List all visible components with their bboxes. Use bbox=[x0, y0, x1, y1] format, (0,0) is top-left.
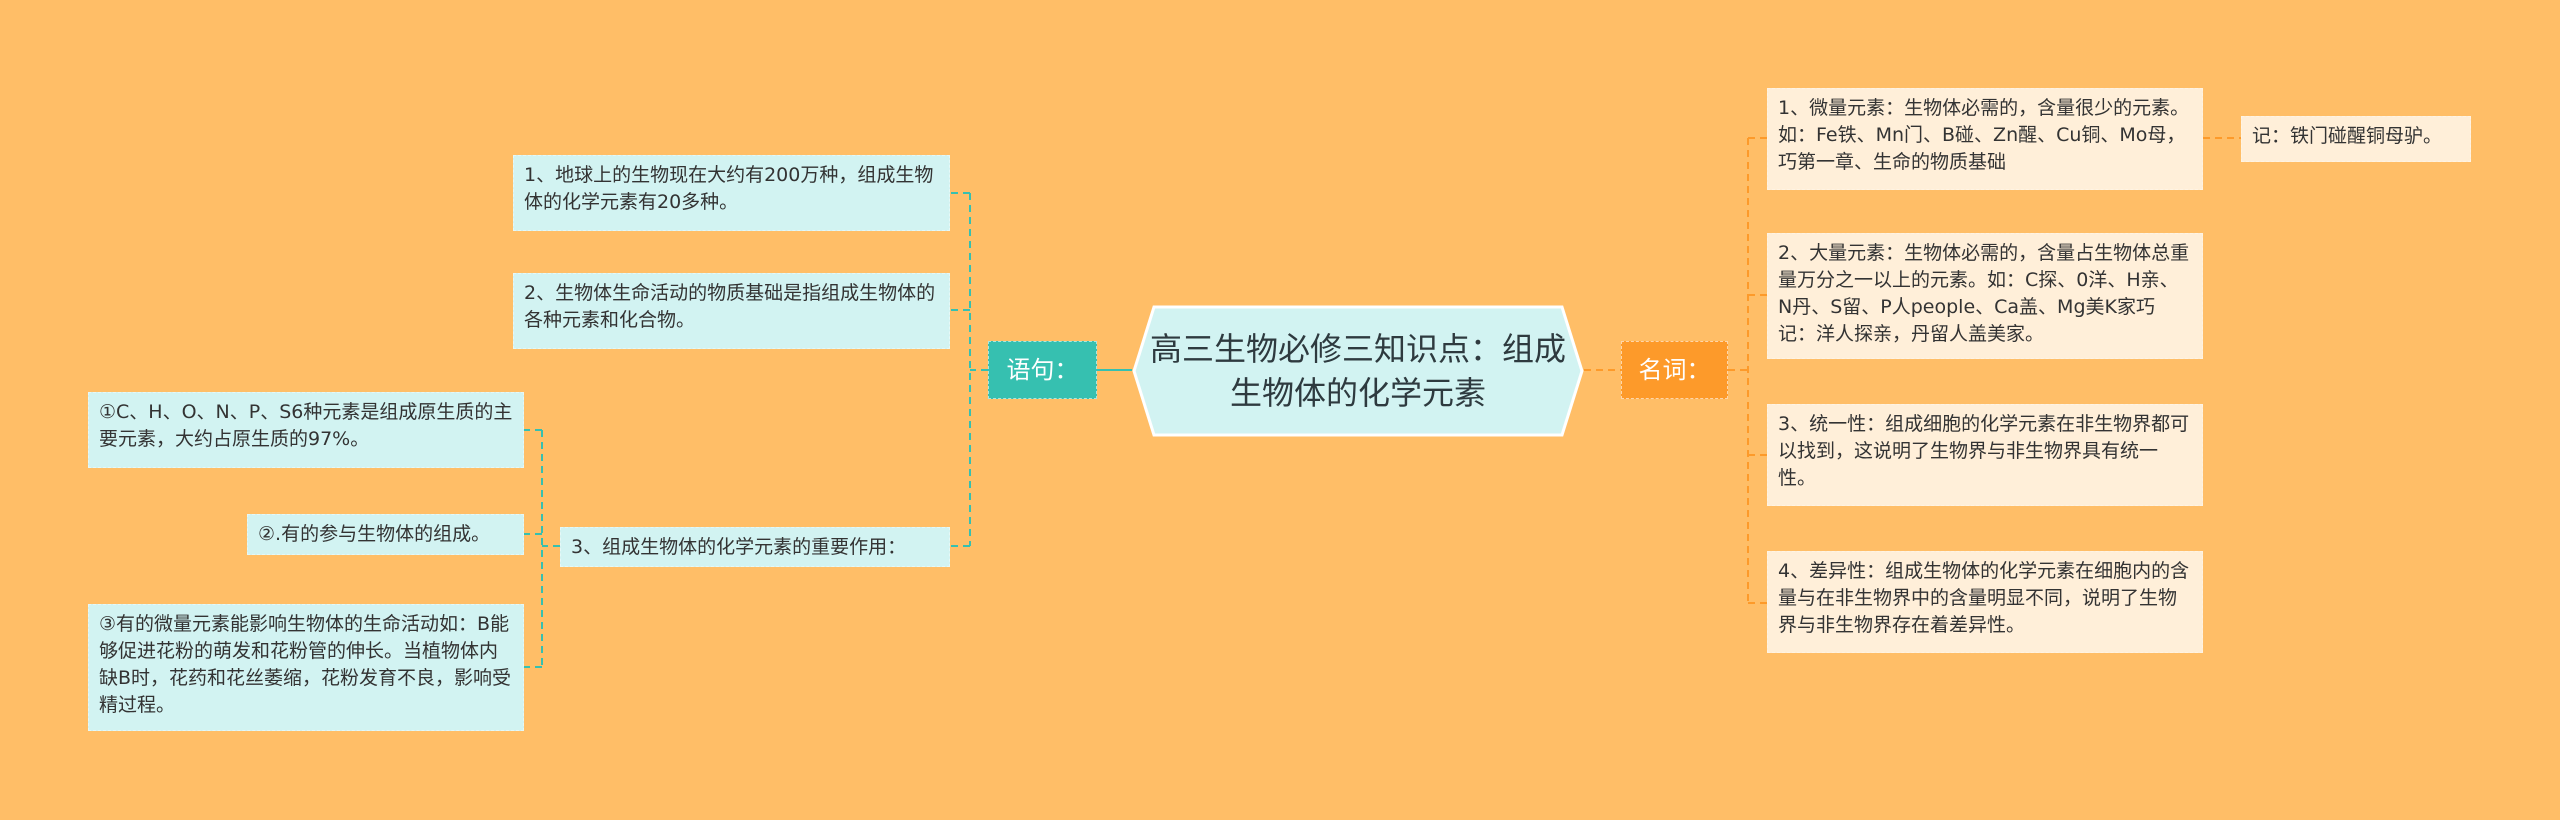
sentence-item-2[interactable]: 2、生物体生命活动的物质基础是指组成生物体的各种元素和化合物。 bbox=[513, 273, 950, 349]
term-item-3[interactable]: 3、统一性：组成细胞的化学元素在非生物界都可以找到，这说明了生物界与非生物界具有… bbox=[1767, 404, 2203, 506]
branch-sentences[interactable]: 语句： bbox=[988, 341, 1097, 399]
link-right-trunk bbox=[1728, 138, 1749, 603]
sentence-item-1[interactable]: 1、地球上的生物现在大约有200万种，组成生物体的化学元素有20多种。 bbox=[513, 155, 950, 231]
term-item-3-text: 3、统一性：组成细胞的化学元素在非生物界都可以找到，这说明了生物界与非生物界具有… bbox=[1778, 413, 2190, 489]
mnemonic-note[interactable]: 记：铁门碰醒铜母驴。 bbox=[2241, 116, 2471, 162]
term-item-2-text: 2、大量元素：生物体必需的，含量占生物体总重量万分之一以上的元素。如：C探、0洋… bbox=[1778, 242, 2190, 345]
term-item-4[interactable]: 4、差异性：组成生物体的化学元素在细胞内的含量与在非生物界中的含量明显不同，说明… bbox=[1767, 551, 2203, 653]
role-item-3-text: ③有的微量元素能影响生物体的生命活动如：B能够促进花粉的萌发和花粉管的伸长。当植… bbox=[99, 613, 512, 716]
sentence-item-2-text: 2、生物体生命活动的物质基础是指组成生物体的各种元素和化合物。 bbox=[524, 282, 936, 331]
term-item-4-text: 4、差异性：组成生物体的化学元素在细胞内的含量与在非生物界中的含量明显不同，说明… bbox=[1778, 560, 2190, 636]
root-node[interactable]: 高三生物必修三知识点：组成生物体的化学元素 bbox=[1150, 318, 1566, 424]
branch-sentences-label: 语句： bbox=[1006, 356, 1079, 384]
root-node-shape bbox=[1132, 305, 1584, 437]
term-item-1[interactable]: 1、微量元素：生物体必需的，含量很少的元素。如：Fe铁、Mn门、B碰、Zn醒、C… bbox=[1767, 88, 2203, 190]
term-item-1-text: 1、微量元素：生物体必需的，含量很少的元素。如：Fe铁、Mn门、B碰、Zn醒、C… bbox=[1778, 97, 2190, 173]
role-item-1-text: ①C、H、O、N、P、S6种元素是组成原生质的主要元素，大约占原生质的97%。 bbox=[99, 401, 513, 450]
link-left-trunk bbox=[969, 193, 988, 546]
branch-terms[interactable]: 名词： bbox=[1621, 341, 1728, 399]
link-sub-trunk bbox=[541, 430, 560, 667]
sentence-item-3[interactable]: 3、组成生物体的化学元素的重要作用： bbox=[560, 527, 950, 567]
branch-terms-label: 名词： bbox=[1638, 356, 1711, 384]
mnemonic-note-text: 记：铁门碰醒铜母驴。 bbox=[2252, 125, 2443, 147]
role-item-3[interactable]: ③有的微量元素能影响生物体的生命活动如：B能够促进花粉的萌发和花粉管的伸长。当植… bbox=[88, 604, 524, 731]
sentence-item-3-text: 3、组成生物体的化学元素的重要作用： bbox=[571, 536, 907, 558]
term-item-2[interactable]: 2、大量元素：生物体必需的，含量占生物体总重量万分之一以上的元素。如：C探、0洋… bbox=[1767, 233, 2203, 359]
role-item-1[interactable]: ①C、H、O、N、P、S6种元素是组成原生质的主要元素，大约占原生质的97%。 bbox=[88, 392, 524, 468]
sentence-item-1-text: 1、地球上的生物现在大约有200万种，组成生物体的化学元素有20多种。 bbox=[524, 164, 934, 213]
role-item-2[interactable]: ②.有的参与生物体的组成。 bbox=[247, 514, 524, 555]
root-title: 高三生物必修三知识点：组成生物体的化学元素 bbox=[1150, 330, 1567, 412]
role-item-2-text: ②.有的参与生物体的组成。 bbox=[258, 523, 491, 545]
